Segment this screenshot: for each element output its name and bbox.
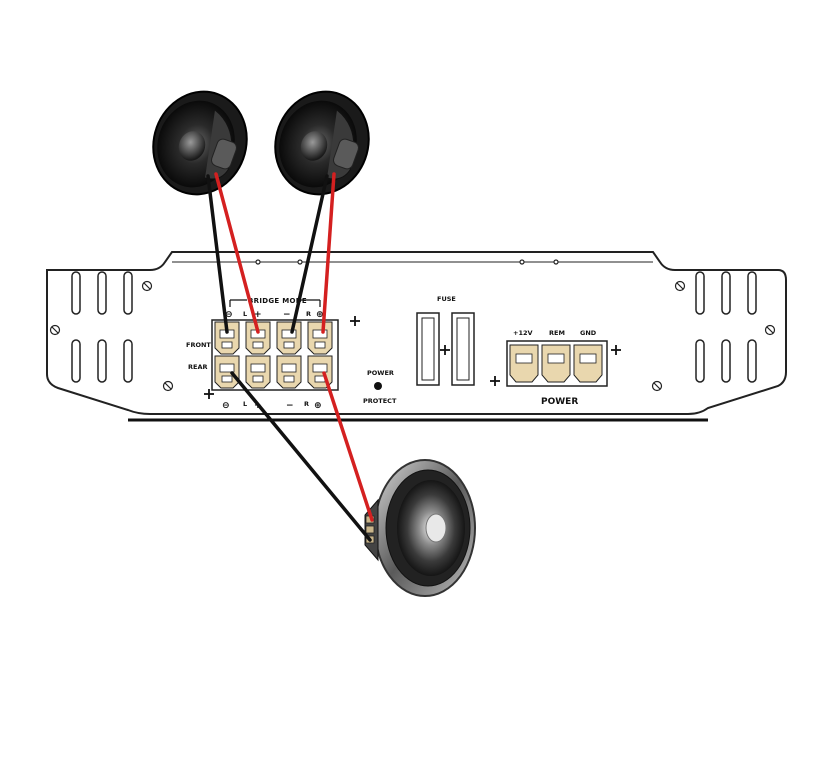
screw-icon xyxy=(651,380,663,392)
power-block-label: POWER xyxy=(541,397,578,407)
subwoofer-negative-wire xyxy=(230,371,372,542)
top-plus-right-label: ⊕ xyxy=(316,310,324,320)
wiring xyxy=(206,172,374,542)
power-led-label: POWER xyxy=(367,369,394,377)
screw-icon xyxy=(141,280,153,292)
screw-icon xyxy=(297,259,303,265)
fuse-holder-right xyxy=(451,312,475,386)
right-speaker-negative-wire xyxy=(290,174,329,334)
fuse-holder-left xyxy=(416,312,440,386)
gnd-label: GND xyxy=(580,329,597,337)
speaker-terminal-block xyxy=(211,319,339,391)
top-l-label: L xyxy=(243,310,247,318)
rear-label: REAR xyxy=(188,363,207,371)
screw-icon xyxy=(255,259,261,265)
screw-icon xyxy=(162,380,174,392)
left-full-range-speaker xyxy=(152,90,248,196)
left-heatsink-slots xyxy=(71,271,133,383)
speaker-terminal[interactable] xyxy=(307,321,333,355)
subwoofer xyxy=(364,459,476,597)
bottom-minus-left-label: ⊖ xyxy=(222,401,230,411)
rem-label: REM xyxy=(549,329,565,337)
speaker-terminal[interactable] xyxy=(245,355,271,389)
plus12v-label: +12V xyxy=(513,329,533,337)
subwoofer-positive-wire xyxy=(322,371,374,522)
terminal-columns xyxy=(214,321,333,389)
power-terminal-block xyxy=(506,340,608,387)
speaker-terminal[interactable] xyxy=(276,355,302,389)
screw-icon xyxy=(553,259,559,265)
bottom-r-label: R xyxy=(304,400,309,408)
bottom-minus-right-label: − xyxy=(286,401,294,411)
cross-mark-icon xyxy=(490,376,500,386)
cross-mark-icon xyxy=(440,345,450,355)
top-r-label: R xyxy=(306,310,311,318)
screw-icon xyxy=(49,324,61,336)
cross-mark-icon xyxy=(204,389,214,399)
speaker-terminal[interactable] xyxy=(214,321,240,355)
top-minus-right-label: − xyxy=(283,310,291,320)
screw-icon xyxy=(674,280,686,292)
bottom-l-label: L xyxy=(243,400,247,408)
mount-cross-marks xyxy=(204,316,621,399)
top-plus-left-label: + xyxy=(254,310,262,320)
cross-mark-icon xyxy=(350,316,360,326)
bridge-mode-bracket xyxy=(229,299,321,307)
right-full-range-speaker xyxy=(274,90,370,196)
fuse-label: FUSE xyxy=(437,295,456,303)
left-speaker-positive-wire xyxy=(214,172,260,334)
left-speaker-negative-wire xyxy=(206,174,229,334)
power-terminal[interactable] xyxy=(541,344,571,383)
protect-led-label: PROTECT xyxy=(363,397,397,405)
screw-icon xyxy=(519,259,525,265)
power-terminal[interactable] xyxy=(509,344,539,383)
front-label: FRONT xyxy=(186,341,211,349)
chassis-screws xyxy=(49,259,776,392)
cross-mark-icon xyxy=(611,345,621,355)
right-speaker-positive-wire xyxy=(321,172,336,334)
power-terminals xyxy=(509,344,603,383)
screw-icon xyxy=(764,324,776,336)
power-led-indicator xyxy=(374,382,382,390)
right-heatsink-slots xyxy=(695,271,757,383)
amplifier: BRIDGE MODE ⊖ L + − R ⊕ FRONT REAR ⊖ L +… xyxy=(46,251,787,422)
bridge-mode-label: BRIDGE MODE xyxy=(248,297,307,305)
top-minus-left-label: ⊖ xyxy=(225,310,233,320)
speaker-terminal[interactable] xyxy=(276,321,302,355)
speaker-terminal[interactable] xyxy=(214,355,240,389)
power-terminal[interactable] xyxy=(573,344,603,383)
bottom-plus-right-label: ⊕ xyxy=(314,401,322,411)
